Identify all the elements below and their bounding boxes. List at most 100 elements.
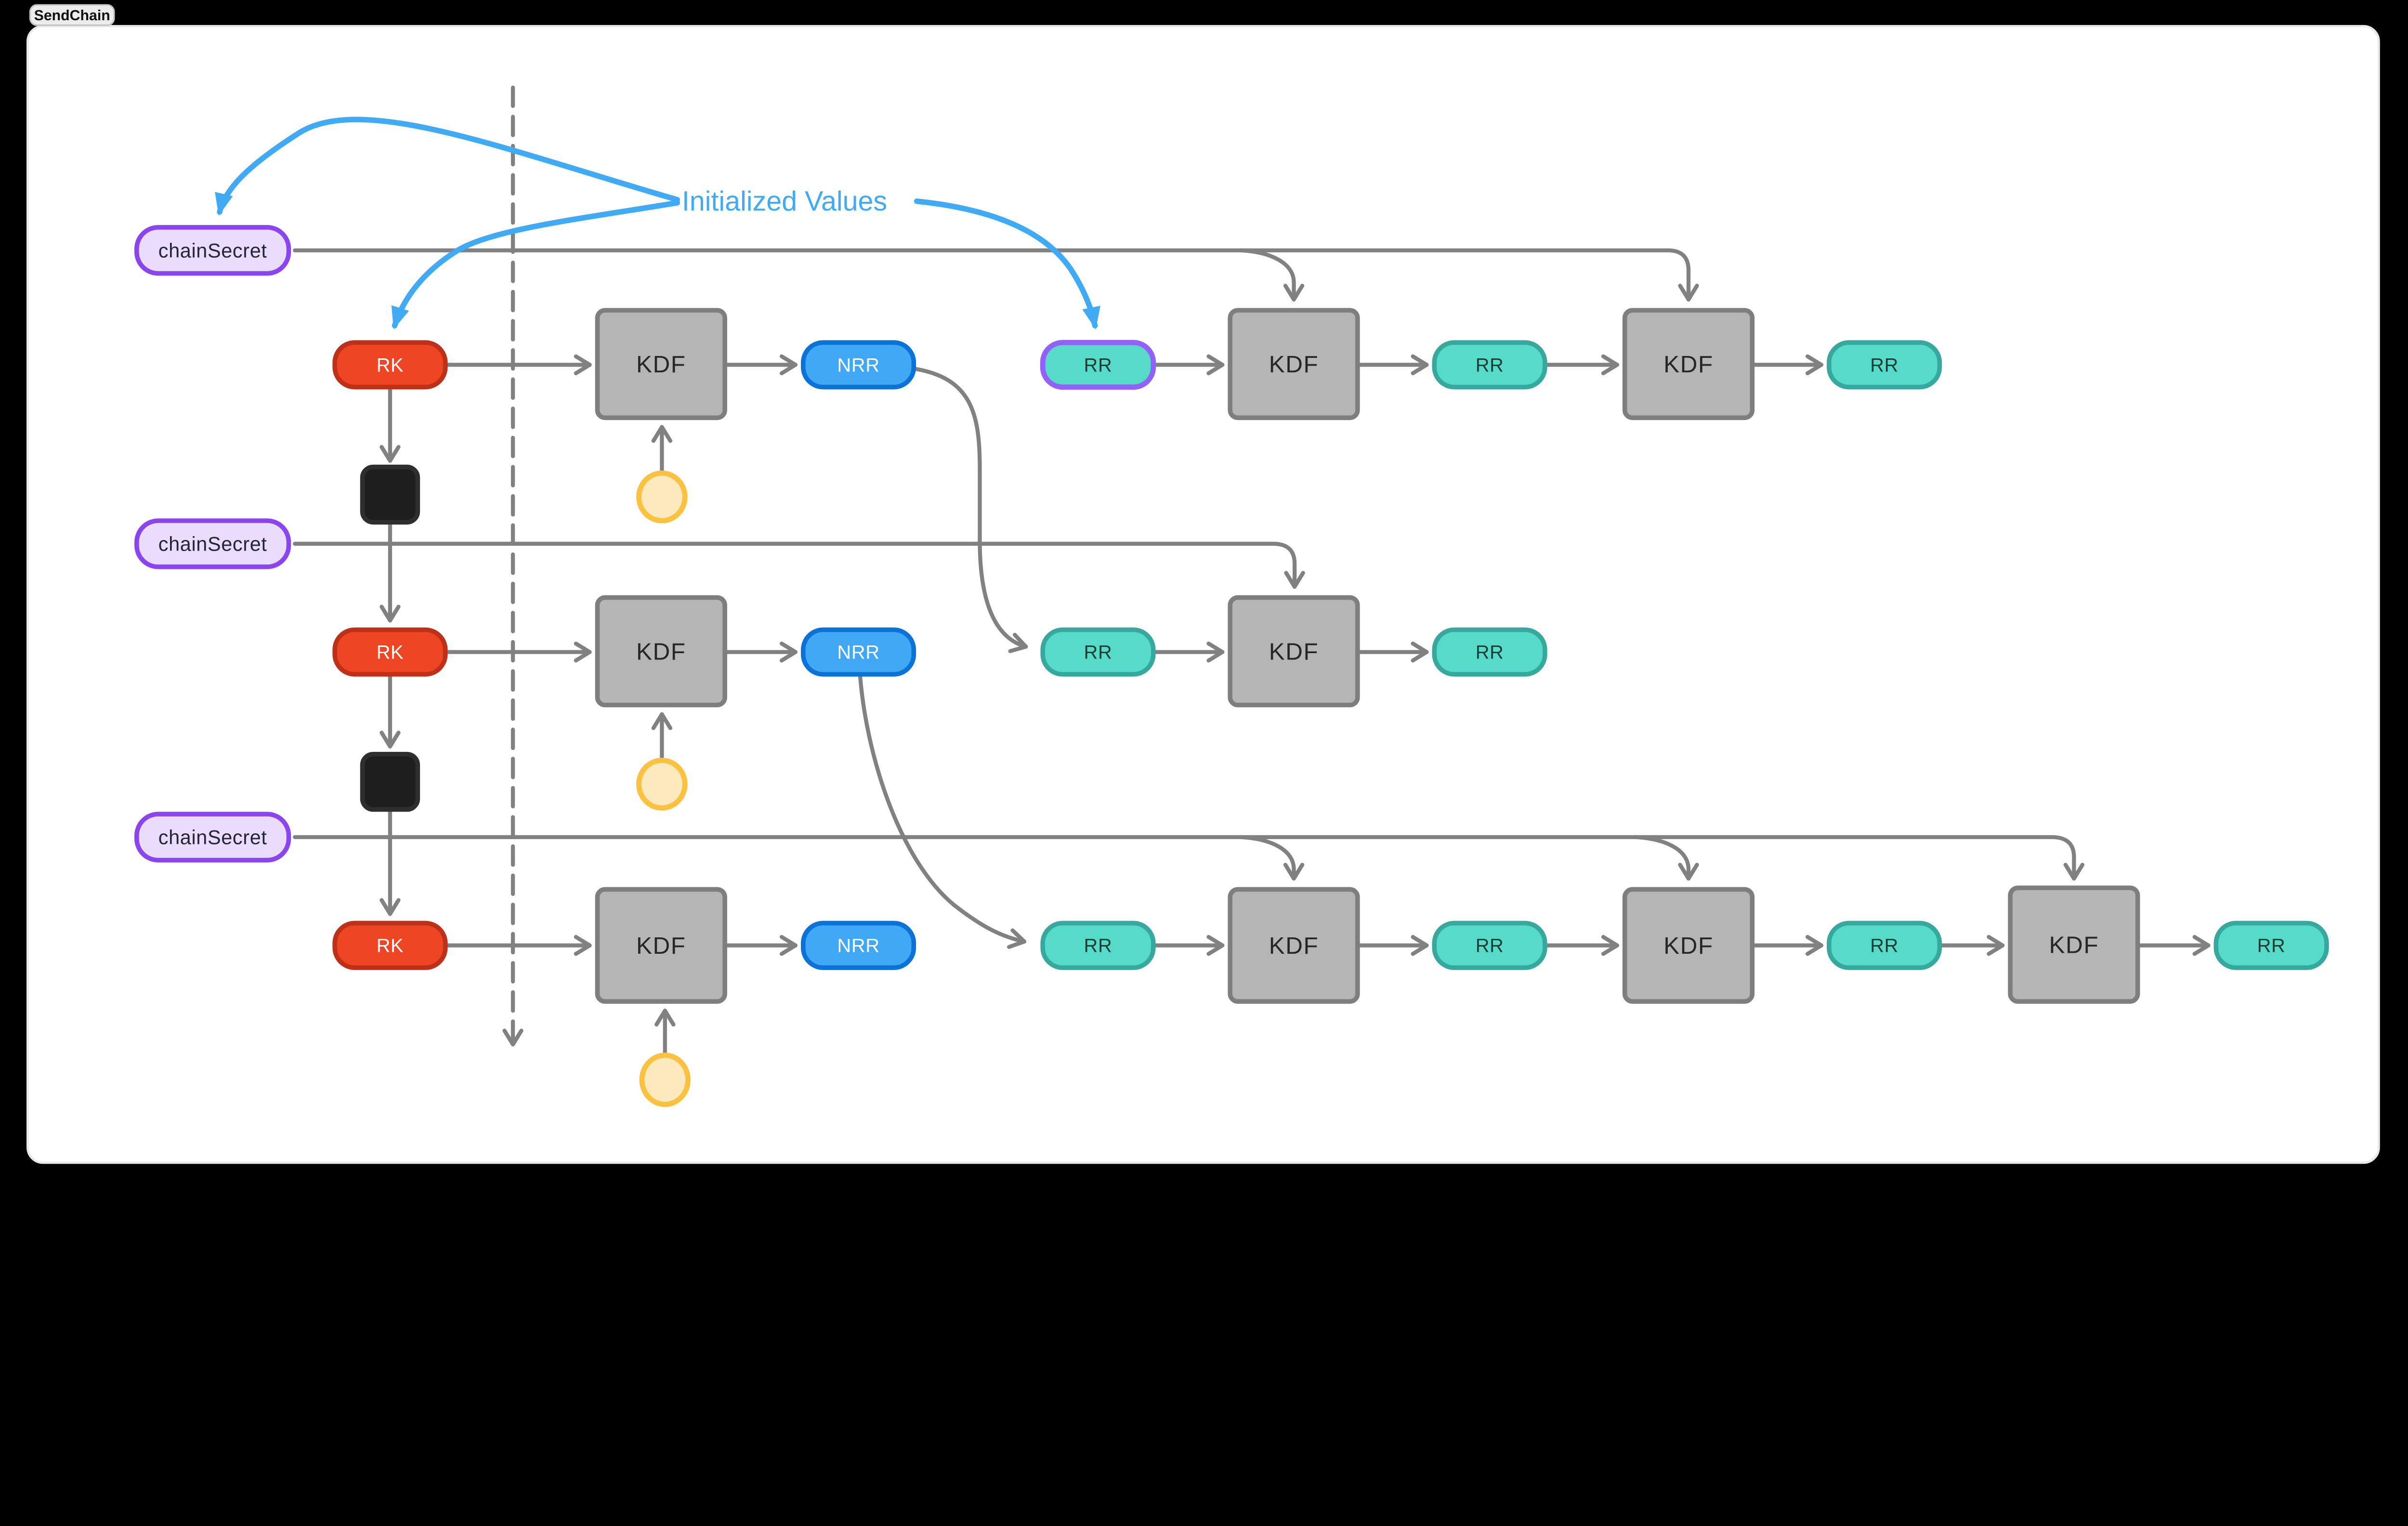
sendchain-badge[interactable]: SendChain xyxy=(29,4,115,26)
box-gray-shape xyxy=(1622,887,1755,1004)
pill-purple-shape xyxy=(134,518,291,569)
node-label: KDF xyxy=(1663,933,1714,959)
node-root-key-1: RK xyxy=(332,340,448,390)
pill-purple-shape xyxy=(134,812,291,863)
box-gray-shape xyxy=(2008,885,2140,1004)
node-label: KDF xyxy=(636,933,686,959)
node-label: RR xyxy=(1476,642,1504,663)
node-rr-r3-a: RR xyxy=(1040,921,1156,970)
circle-yellow-shape xyxy=(636,758,688,811)
circle-yellow-shape xyxy=(636,470,688,524)
circle-yellow-shape xyxy=(639,1052,691,1107)
node-label: RR xyxy=(1870,355,1898,376)
node-label: NRR xyxy=(837,642,879,663)
node-rr-init: RR xyxy=(1040,340,1156,390)
node-label: NRR xyxy=(837,355,879,376)
node-kdf-r3-d: KDF xyxy=(2008,885,2140,1004)
pill-blue-shape xyxy=(800,627,916,677)
node-label: KDF xyxy=(636,638,686,665)
pill-teal-shape xyxy=(1040,627,1156,677)
edge-chain2-line xyxy=(293,541,1305,589)
node-label: KDF xyxy=(1269,933,1319,959)
box-gray-shape xyxy=(595,887,727,1004)
edge-annot-to-chainsecret xyxy=(215,117,680,216)
node-label: KDF xyxy=(2049,932,2099,958)
node-rr-r3-c: RR xyxy=(1827,921,1942,970)
pill-teal-shape xyxy=(1827,340,1942,390)
node-nrr-3: NRR xyxy=(800,921,916,970)
node-kdf-r2-b: KDF xyxy=(1228,595,1360,708)
node-dh-secret-2 xyxy=(360,751,420,812)
node-root-key-3: RK xyxy=(332,921,448,970)
node-label: KDF xyxy=(1269,351,1319,378)
node-label: RR xyxy=(1084,935,1112,957)
node-label: RK xyxy=(377,355,404,376)
node-kdf-r2-a: KDF xyxy=(595,595,727,708)
box-gray-shape xyxy=(1228,308,1360,421)
node-kdf-r3-a: KDF xyxy=(595,887,727,1004)
pill-blue-shape xyxy=(800,340,916,390)
box-gray-shape xyxy=(595,595,727,708)
edge-chain3-branch-kdf-b xyxy=(1239,835,1305,881)
node-root-key-2: RK xyxy=(332,627,448,677)
node-kdf-r1-a: KDF xyxy=(595,308,727,421)
node-kdf-r3-b: KDF xyxy=(1228,887,1360,1004)
node-label: RR xyxy=(1084,355,1112,376)
edge-chain3-line xyxy=(293,835,2085,881)
pill-red-shape xyxy=(332,340,448,390)
edge-annot-to-rk xyxy=(391,200,680,329)
node-label: RR xyxy=(2257,935,2286,957)
pill-red-shape xyxy=(332,921,448,970)
node-dh-output-2 xyxy=(636,758,688,811)
node-rr-r3-b: RR xyxy=(1432,921,1547,970)
box-gray-shape xyxy=(1228,887,1360,1004)
node-label: KDF xyxy=(1663,351,1714,378)
node-chain-secret-1: chainSecret xyxy=(134,225,291,276)
edge-nrr1-rr-r2 xyxy=(912,367,1028,653)
edge-chain1-line xyxy=(293,248,1699,302)
node-kdf-r1-c: KDF xyxy=(1622,308,1755,421)
box-gray-shape xyxy=(595,308,727,421)
square-black-shape xyxy=(360,751,420,812)
sendchain-badge-label: SendChain xyxy=(34,8,110,24)
label-initialized-values: Initialized Values xyxy=(682,186,887,217)
pill-teal-init-shape xyxy=(1040,340,1156,390)
node-nrr-1: NRR xyxy=(800,340,916,390)
pill-teal-shape xyxy=(1040,921,1156,970)
square-black-shape xyxy=(360,464,420,525)
node-label: RK xyxy=(377,935,404,957)
pill-purple-shape xyxy=(134,225,291,276)
node-label: chainSecret xyxy=(158,826,267,848)
pill-red-shape xyxy=(332,627,448,677)
diagram-stage: chainSecretchainSecretchainSecretRKRKRKK… xyxy=(26,4,2380,1164)
node-rr-r2-a: RR xyxy=(1040,627,1156,677)
node-rr-r2-b: RR xyxy=(1432,627,1547,677)
pill-teal-shape xyxy=(1432,340,1547,390)
node-label: NRR xyxy=(837,935,879,957)
node-label: RK xyxy=(377,642,404,663)
node-dh-output-1 xyxy=(636,470,688,524)
pill-teal-shape xyxy=(2213,921,2329,970)
box-gray-shape xyxy=(1622,308,1755,421)
node-label: chainSecret xyxy=(158,239,267,262)
sendchain-badge-background xyxy=(29,4,115,26)
box-gray-shape xyxy=(1228,595,1360,708)
node-dh-secret-1 xyxy=(360,464,420,525)
pill-teal-shape xyxy=(1432,921,1547,970)
node-label: chainSecret xyxy=(158,532,267,555)
node-label: KDF xyxy=(636,351,686,378)
node-rr-r1-b: RR xyxy=(1432,340,1547,390)
labels-layer: Initialized Values xyxy=(682,186,887,217)
edges-layer xyxy=(215,85,2211,1054)
edge-annot-to-rr xyxy=(914,198,1100,329)
node-chain-secret-2: chainSecret xyxy=(134,518,291,569)
edge-chain1-branch-kdf xyxy=(1239,248,1305,302)
node-label: RR xyxy=(1870,935,1898,957)
node-label: KDF xyxy=(1269,638,1319,665)
pill-teal-shape xyxy=(1827,921,1942,970)
node-label: RR xyxy=(1476,355,1504,376)
node-nrr-2: NRR xyxy=(800,627,916,677)
pill-teal-shape xyxy=(1432,627,1547,677)
node-rr-r1-c: RR xyxy=(1827,340,1942,390)
